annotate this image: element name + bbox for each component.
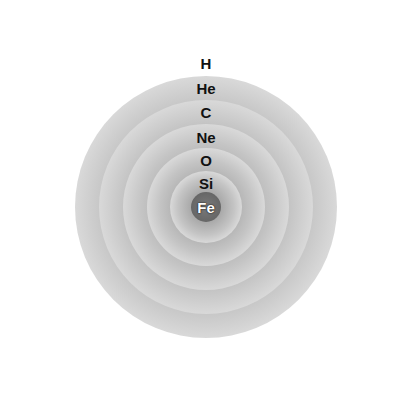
element-label: Fe xyxy=(197,199,215,216)
element-label: C xyxy=(201,104,212,121)
shell-band: SiFe xyxy=(170,171,242,243)
element-label: Si xyxy=(199,175,213,192)
core-circle: Fe xyxy=(191,192,221,222)
shell-band: NeO SiFe xyxy=(123,124,289,290)
shell-band: C NeO SiFe xyxy=(99,100,313,314)
element-label: Ne xyxy=(196,129,215,146)
element-label: H xyxy=(201,55,212,72)
shell-band: H HeC NeO SiFe xyxy=(6,7,406,407)
shell-band: O SiFe xyxy=(147,148,265,266)
element-label: O xyxy=(200,152,212,169)
element-label: He xyxy=(196,80,215,97)
shell-band: HeC NeO SiFe xyxy=(75,76,337,338)
